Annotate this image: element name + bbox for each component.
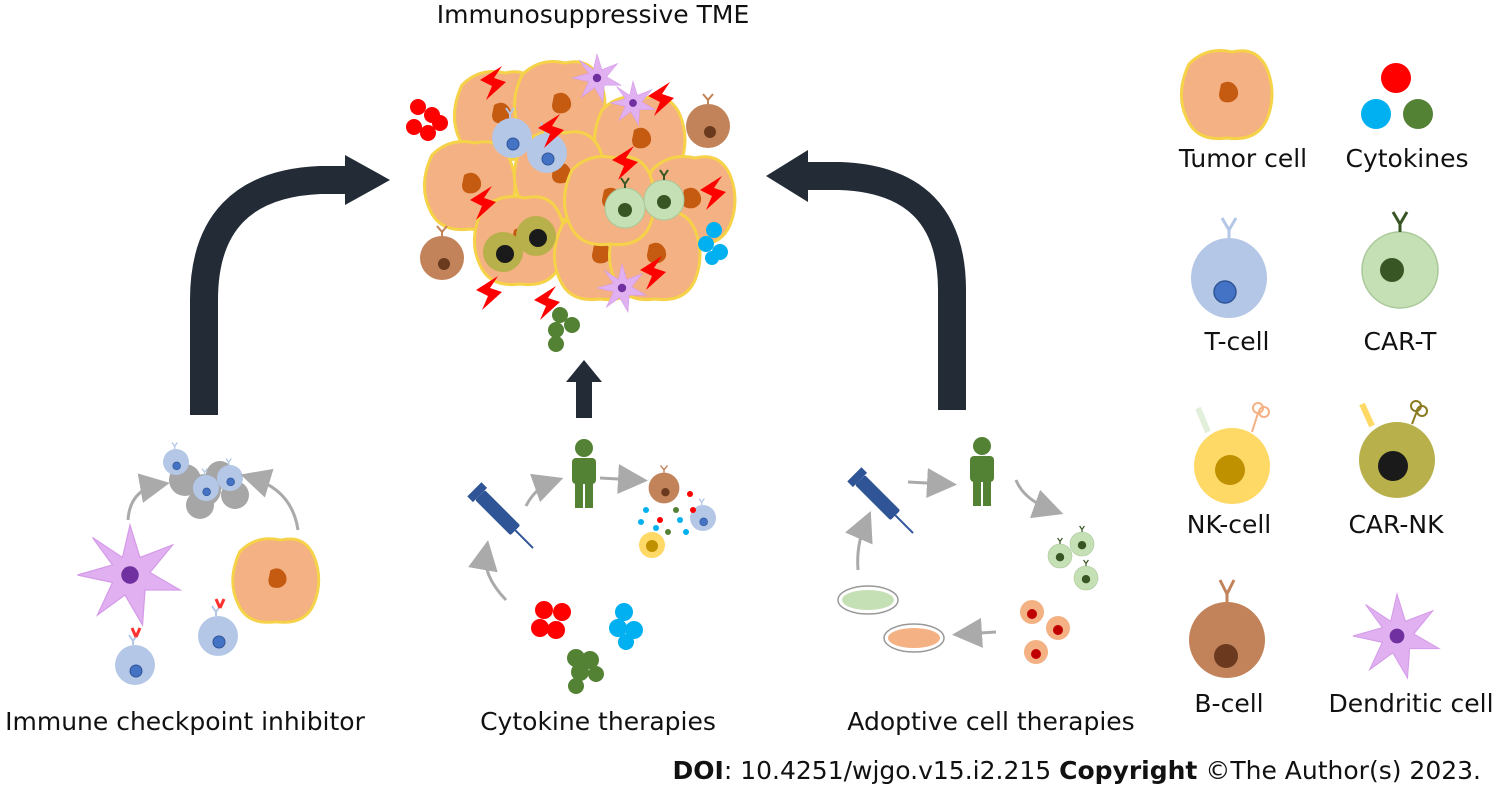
legend-tumor-cell-label: Tumor cell: [1178, 144, 1308, 173]
diagram-title: Immunosuppressive TME: [436, 0, 750, 29]
right-arrow-head: [766, 150, 808, 202]
label-checkpoint-inhibitor: Immune checkpoint inhibitor: [5, 707, 365, 736]
legend-car-t-label: CAR-T: [1363, 327, 1437, 356]
doi-value: : 10.4251/wjgo.v15.i2.215: [723, 756, 1060, 785]
center-arrow-head: [566, 360, 602, 382]
legend-car-nk-icon: [1359, 400, 1435, 498]
legend-dendritic-cell-icon: [1352, 593, 1440, 679]
center-arrow-shaft: [576, 380, 592, 418]
label-adoptive-cell-therapies: Adoptive cell therapies: [847, 707, 1135, 736]
legend-t-cell-label: T-cell: [1204, 327, 1270, 356]
right-curved-arrow: [800, 162, 966, 410]
legend-nk-cell-label: NK-cell: [1186, 510, 1272, 539]
left-arrow-head: [345, 155, 390, 205]
copyright-label: Copyright: [1059, 756, 1198, 785]
legend-nk-cell-icon: [1194, 402, 1270, 504]
adoptive-scene: [837, 437, 1099, 664]
syringe-icon: [847, 467, 914, 534]
person-icon: [572, 439, 596, 508]
legend-car-t-icon: [1361, 211, 1439, 309]
person-icon: [970, 437, 994, 506]
syringe-icon: [467, 482, 534, 549]
legend-dendritic-cell-label: Dendritic cell: [1328, 689, 1494, 718]
legend-cytokines-icon: [1361, 63, 1433, 129]
checkpoint-scene: [76, 441, 321, 686]
doi-label: DOI: [672, 756, 724, 785]
legend-b-cell-label: B-cell: [1194, 689, 1264, 718]
doi-footer: DOI: 10.4251/wjgo.v15.i2.215 Copyright ©…: [673, 756, 1481, 785]
legend-cytokines-label: Cytokines: [1345, 144, 1469, 173]
label-cytokine-therapies: Cytokine therapies: [480, 707, 716, 736]
left-curved-arrow: [190, 166, 350, 415]
legend-tumor-cell-icon: [1179, 49, 1274, 141]
cytokine-scene: [467, 439, 717, 694]
legend-car-nk-label: CAR-NK: [1348, 510, 1444, 539]
copyright-value: ©The Author(s) 2023.: [1197, 756, 1481, 785]
tme-cluster: [406, 53, 737, 352]
legend-t-cell-icon: [1191, 217, 1267, 318]
legend-b-cell-icon: [1189, 579, 1265, 678]
